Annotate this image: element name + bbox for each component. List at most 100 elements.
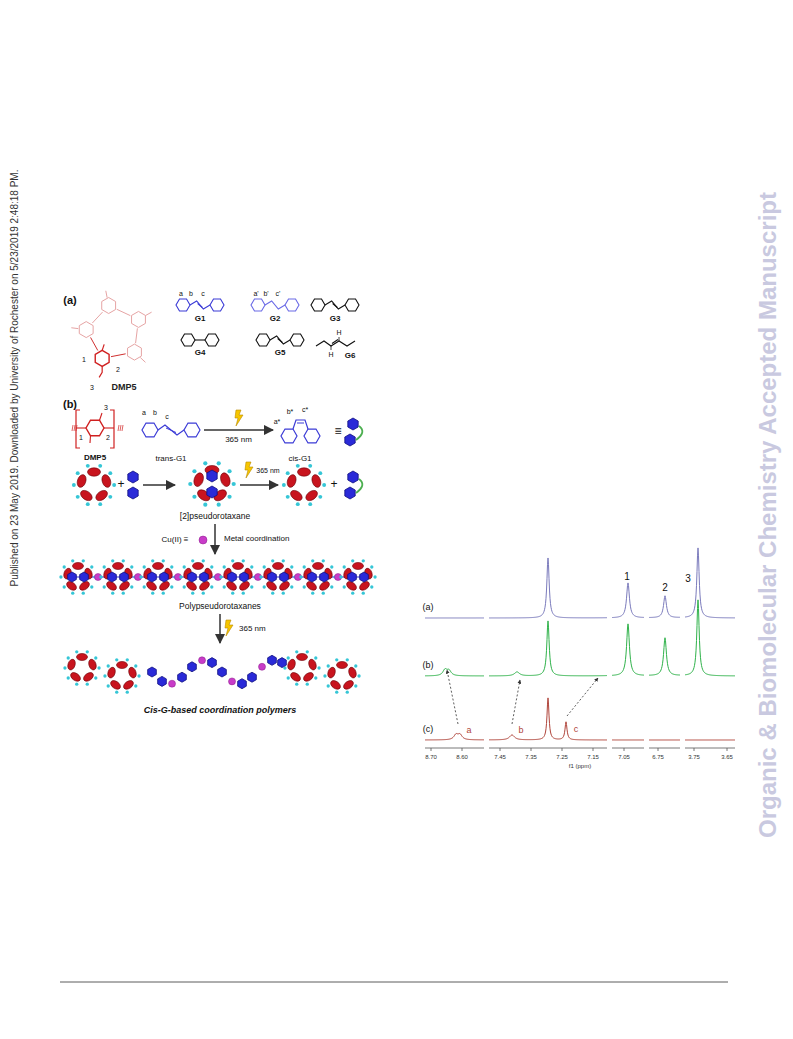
methoxy-dot <box>322 559 325 562</box>
pillararene-unit <box>73 562 84 569</box>
callout-label: a' <box>253 290 258 298</box>
methoxy-dot <box>282 483 286 487</box>
ring-symbol <box>348 572 357 582</box>
callout-label: G3 <box>330 315 341 324</box>
methoxy-dot <box>354 684 357 687</box>
ring-symbol <box>132 311 146 327</box>
methoxy-dot <box>72 483 76 487</box>
ring-symbol <box>184 423 200 437</box>
axis-label: 7.25 <box>556 754 568 761</box>
axis-label: 3.65 <box>721 754 733 761</box>
bond-line <box>99 366 102 377</box>
methoxy-dot <box>151 592 154 595</box>
stage-box: Polypseudorotaxanes <box>64 556 376 612</box>
bond-line <box>100 413 103 420</box>
bond-line <box>333 304 338 308</box>
methoxy-dot <box>63 585 66 588</box>
ring-symbol <box>280 572 289 582</box>
callout-label: a* <box>274 418 281 426</box>
methoxy-dot <box>90 565 93 568</box>
methoxy-dot <box>314 676 317 679</box>
methoxy-dot <box>126 691 129 694</box>
pillararene-unit <box>193 562 204 569</box>
bond-line <box>104 427 114 428</box>
callout-label: 365 nm <box>256 467 279 475</box>
methoxy-dot <box>90 585 93 588</box>
copper-ion <box>199 657 206 664</box>
ring-symbol <box>200 572 209 582</box>
methoxy-dot <box>327 664 330 667</box>
ring-symbol <box>148 572 157 582</box>
pillararene-unit <box>113 562 124 569</box>
nmr-trace <box>649 638 680 675</box>
ring-symbol <box>228 572 237 582</box>
ring-symbol <box>176 299 190 311</box>
methoxy-dot <box>115 691 118 694</box>
methoxy-dot <box>311 592 314 595</box>
methoxy-dot <box>217 503 221 507</box>
methoxy-dot <box>130 565 133 568</box>
methoxy-dot <box>76 495 80 499</box>
ring-symbol <box>158 676 167 686</box>
methoxy-dot <box>296 502 300 506</box>
ring-symbol <box>348 418 358 430</box>
methoxy-dot <box>354 664 357 667</box>
methoxy-dot <box>192 495 196 499</box>
methoxy-dot <box>111 559 114 562</box>
ring-symbol <box>281 429 297 443</box>
methoxy-dot <box>86 502 90 506</box>
bond-line <box>140 358 145 363</box>
methoxy-dot <box>286 495 290 499</box>
pillararene-unit <box>353 562 364 569</box>
methoxy-dot <box>210 585 213 588</box>
bond-line <box>72 425 73 431</box>
watermark: Organic & Biomolecular Chemistry Accepte… <box>755 192 781 838</box>
bond-line <box>293 420 308 429</box>
bond-line <box>106 291 107 298</box>
methoxy-dot <box>330 585 333 588</box>
ring-symbol <box>148 667 157 677</box>
ring-symbol <box>80 572 89 582</box>
leader-arrow <box>512 680 520 724</box>
methoxy-dot <box>250 585 253 588</box>
methoxy-dot <box>86 464 90 468</box>
pillararene-unit <box>219 472 232 488</box>
methoxy-dot <box>82 559 85 562</box>
callout-label: 2 <box>662 582 668 593</box>
ring-symbol <box>360 572 369 582</box>
ring-symbol <box>320 572 329 582</box>
callout-label: 3 <box>90 384 94 392</box>
methoxy-dot <box>112 483 116 487</box>
nmr-trace <box>489 621 607 676</box>
ring-symbol <box>128 344 142 360</box>
bond-line <box>74 425 75 431</box>
bond-line <box>91 337 98 350</box>
methoxy-dot <box>346 658 349 661</box>
ring-symbol <box>160 572 169 582</box>
axis-line <box>649 748 680 749</box>
callout-label: b <box>189 290 193 298</box>
callout-label: c <box>574 725 579 735</box>
methoxy-dot <box>290 585 293 588</box>
stage-box: Cis-G-based coordination polymers <box>64 645 376 715</box>
bond-line <box>325 301 345 309</box>
methoxy-dot <box>232 482 236 486</box>
methoxy-dot <box>322 483 326 487</box>
bond-line <box>145 312 151 315</box>
panel-label: (a) <box>63 294 76 306</box>
pillararene-unit <box>326 666 336 679</box>
callout-label: a <box>142 409 146 417</box>
methoxy-dot <box>192 469 196 473</box>
methoxy-dot <box>162 592 165 595</box>
ring-symbol <box>240 572 249 582</box>
methoxy-dot <box>370 585 373 588</box>
ring-symbol <box>142 423 158 437</box>
methoxy-dot <box>308 464 312 468</box>
methoxy-dot <box>263 585 266 588</box>
methoxy-dot <box>227 495 231 499</box>
methoxy-dot <box>82 592 85 595</box>
reaction-arrow <box>204 429 273 431</box>
stage-label: [2]pseudorotaxane <box>180 512 250 522</box>
axis-tick <box>462 748 463 751</box>
